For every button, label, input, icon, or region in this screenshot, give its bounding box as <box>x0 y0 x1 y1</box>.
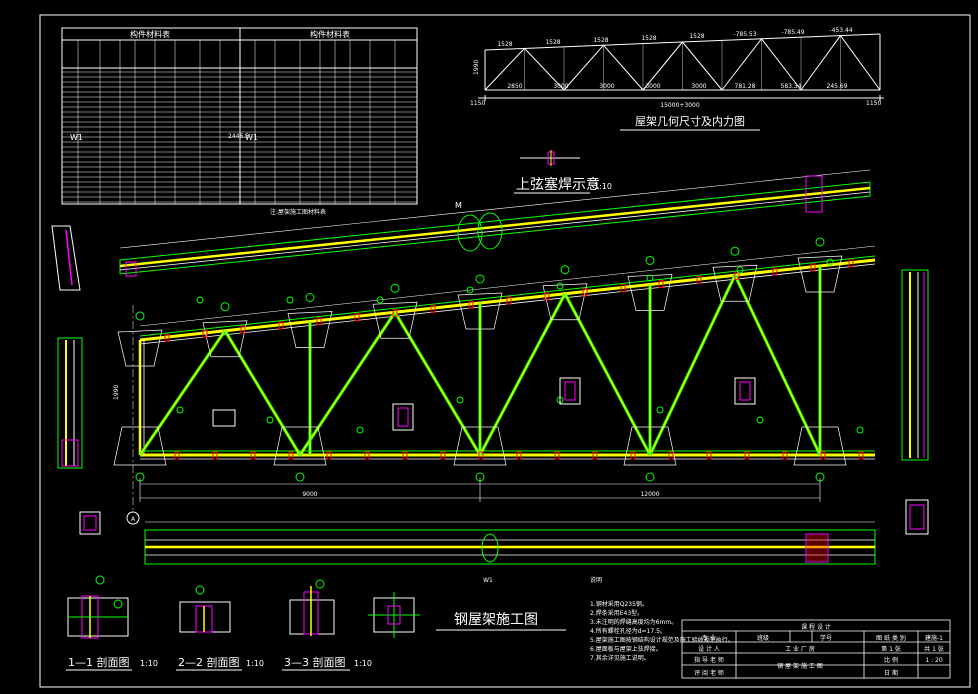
m-mark: M <box>455 201 462 210</box>
note-line: 2.焊条采用E43型。 <box>590 609 643 617</box>
tb-total-sheets: 共 1 张 <box>924 645 944 653</box>
section-4-plate <box>368 592 420 638</box>
geometry-bottom-value: 3000 <box>691 83 706 90</box>
geometry-bottom-value: 781.28 <box>735 83 756 90</box>
tb-drawing-type-label: 图 纸 类 别 <box>876 634 906 642</box>
tb-drawing-name: 钢 屋 架 施 工 图 <box>777 662 823 670</box>
left-dim: 1990 <box>113 385 120 400</box>
main-title: 钢屋架施工图 <box>454 612 538 628</box>
node-detail-left <box>79 511 101 535</box>
tb-sheet: 第 1 张 <box>881 645 901 653</box>
notes-heading: 说明 <box>590 576 602 584</box>
geometry-top-value: -785.49 <box>781 29 804 36</box>
bottom-chord-plan <box>144 521 876 565</box>
upper-weld-sketch <box>520 150 580 166</box>
material-table: 构件材料表 构件材料表 W1 W1 2446.5 注:屋架施工图材料表 <box>61 27 418 216</box>
tb-date-label: 日 期 <box>884 669 898 677</box>
geometry-height: 1990 <box>473 60 480 75</box>
section-3-title: 3—3 剖面图 <box>284 655 346 669</box>
geometry-top-value: 1528 <box>641 35 656 42</box>
geometry-bottom-value: 3000 <box>599 83 614 90</box>
note-line: 6.屋面板与屋架上弦焊接。 <box>590 645 662 653</box>
section-2-scale: 1:10 <box>246 659 264 668</box>
section-1-scale: 1:10 <box>140 659 158 668</box>
note-line: 1.钢材采用Q235钢。 <box>590 600 648 608</box>
note-line: 7.其余详见施工说明。 <box>590 654 650 662</box>
geometry-top-value: 1528 <box>689 33 704 40</box>
tb-project: 工 业 厂 房 <box>785 645 815 653</box>
tb-student-label: 学号 <box>820 634 832 642</box>
note-line: 4.所有螺栓孔径为d=17.5。 <box>590 627 666 635</box>
top-chord-strip <box>119 169 871 277</box>
bottom-dim-2: 12000 <box>640 491 659 498</box>
note-line: 3.未注明的焊缝高度均为6mm。 <box>590 618 677 626</box>
truss-geometry-diagram <box>478 33 884 101</box>
geometry-title: 屋架几何尺寸及内力图 <box>635 114 745 128</box>
tb-class-label: 班级 <box>757 634 769 642</box>
section-1-title: 1—1 剖面图 <box>68 655 130 669</box>
tb-drawing-type: 建施-1 <box>925 634 943 642</box>
geometry-right-dim: 1150 <box>866 100 881 107</box>
title-block <box>681 619 951 679</box>
tb-school: 课 程 设 计 <box>801 623 831 631</box>
section-3-3 <box>289 579 335 636</box>
node-detail-right <box>905 499 929 535</box>
note-line: 5.屋架施工图按钢结构设计规范及施工验收规范执行。 <box>590 636 734 644</box>
tb-scale: 1 : 20 <box>925 657 942 664</box>
tb-scale-label: 比 例 <box>884 656 898 664</box>
geometry-left-dim: 1150 <box>470 100 485 107</box>
bottom-dimensions <box>139 478 821 502</box>
right-table-mark: W1 <box>245 133 258 142</box>
drawing-border <box>39 14 971 688</box>
table-note: 注:屋架施工图材料表 <box>270 208 326 216</box>
geometry-bottom-value: 3000 <box>645 83 660 90</box>
section-2-2 <box>179 585 231 633</box>
geometry-span: 15000+3000 <box>660 102 700 109</box>
axis-a-label: A <box>131 516 136 523</box>
left-table-mark: W1 <box>70 133 83 142</box>
main-truss-elevation <box>113 237 876 482</box>
right-end-section <box>901 269 929 461</box>
geometry-top-value: -785.53 <box>733 31 756 38</box>
tb-major-label: 专 业 <box>702 634 716 642</box>
right-table-header: 构件材料表 <box>310 29 350 39</box>
upper-weld-scale: 1:10 <box>594 182 612 191</box>
geometry-bottom-value: 583.34 <box>781 83 802 90</box>
section-1-1 <box>67 575 129 639</box>
geometry-bottom-value: 245.69 <box>827 83 848 90</box>
section-3-scale: 1:10 <box>354 659 372 668</box>
w1-label: W1 <box>483 577 493 584</box>
table-total: 2446.5 <box>228 133 249 140</box>
tb-designer-label: 设 计 人 <box>698 645 720 653</box>
axis-a-bubble <box>126 511 140 525</box>
geometry-top-value: -453.44 <box>829 27 852 34</box>
left-end-section <box>51 225 83 469</box>
left-table-header: 构件材料表 <box>130 29 170 39</box>
geometry-top-value: 1528 <box>593 37 608 44</box>
upper-weld-title: 上弦塞焊示意 <box>516 176 600 193</box>
geometry-top-value: 1528 <box>497 41 512 48</box>
geometry-bottom-value: 3000 <box>553 83 568 90</box>
geometry-top-value: 1528 <box>545 39 560 46</box>
section-2-title: 2—2 剖面图 <box>178 655 240 669</box>
bottom-dim-1: 9000 <box>302 491 317 498</box>
tb-advisor1-label: 指 导 老 师 <box>694 656 724 664</box>
geometry-bottom-value: 2850 <box>507 83 522 90</box>
tb-advisor2-label: 评 阅 老 师 <box>694 669 724 677</box>
